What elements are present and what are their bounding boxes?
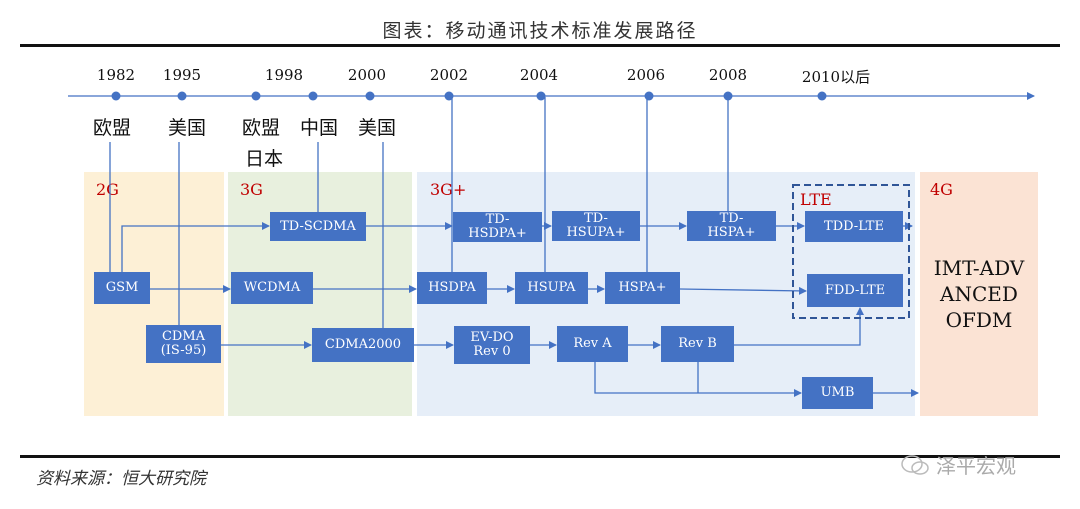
year-2006: 2006: [626, 66, 666, 84]
year-1995: 1995: [162, 66, 202, 84]
label-4g: 4G: [930, 180, 953, 199]
year-2004: 2004: [519, 66, 559, 84]
year-1998: 1998: [264, 66, 304, 84]
box-td-hsdpa-plus-line2: HSDPA+: [468, 226, 527, 241]
label-3g: 3G: [240, 180, 263, 199]
country-2000-usa: 美国: [358, 117, 397, 139]
country-2000-china: 中国: [300, 117, 339, 139]
box-td-scdma: TD-SCDMA: [270, 212, 366, 241]
year-2010-later: 2010以后: [801, 68, 871, 86]
watermark: 泽平宏观: [900, 450, 1016, 479]
box-td-hspa-plus: TD- HSPA+: [687, 211, 776, 241]
year-2008: 2008: [708, 66, 748, 84]
imt-line2: ANCED: [940, 282, 1018, 306]
box-rev-b: Rev B: [661, 326, 734, 362]
box-wcdma: WCDMA: [231, 272, 313, 304]
label-lte: LTE: [800, 190, 832, 209]
imt-advanced-text: IMT-ADV ANCED OFDM: [920, 172, 1038, 416]
year-1982: 1982: [96, 66, 136, 84]
box-cdma-is95: CDMA (IS-95): [146, 325, 221, 363]
wechat-icon: [901, 454, 929, 475]
box-td-hsdpa-plus-line1: TD-: [485, 212, 510, 227]
box-td-hspa-plus-line2: HSPA+: [707, 225, 756, 240]
country-1982: 欧盟: [93, 117, 132, 139]
box-cdma-line1: CDMA: [161, 329, 206, 344]
region-4g: [920, 172, 1038, 416]
box-td-hsupa-plus-line2: HSUPA+: [566, 225, 626, 240]
country-1998-eu: 欧盟: [242, 117, 281, 139]
box-td-hspa-plus-line1: TD-: [719, 211, 744, 226]
box-cdma-line2: (IS-95): [160, 343, 207, 358]
box-cdma2000: CDMA2000: [312, 328, 414, 362]
box-rev-a: Rev A: [557, 326, 628, 362]
year-2000: 2000: [347, 66, 387, 84]
imt-line1: IMT-ADV: [933, 256, 1025, 280]
label-2g: 2G: [96, 180, 119, 199]
box-umb: UMB: [802, 377, 873, 409]
box-td-hsupa-plus: TD- HSUPA+: [552, 211, 640, 241]
box-hsupa: HSUPA: [515, 272, 588, 304]
country-1998-japan: 日本: [245, 148, 284, 170]
page-title: 图表：移动通讯技术标准发展路径: [382, 20, 698, 42]
source-note: 资料来源：恒大研究院: [36, 469, 206, 489]
bottom-rule: [20, 455, 1060, 458]
imt-line3: OFDM: [945, 308, 1013, 332]
box-evdo-line2: Rev 0: [473, 344, 511, 359]
box-tdd-lte: TDD-LTE: [805, 211, 903, 242]
top-rule: [20, 44, 1060, 47]
country-1995: 美国: [168, 117, 207, 139]
watermark-text: 泽平宏观: [936, 454, 1016, 478]
label-3g-plus: 3G+: [430, 180, 467, 199]
box-td-hsupa-plus-line1: TD-: [584, 211, 608, 226]
box-evdo-line1: EV-DO: [470, 330, 514, 345]
box-td-hsdpa-plus: TD- HSDPA+: [453, 212, 542, 242]
box-hspa-plus: HSPA+: [605, 272, 680, 304]
box-fdd-lte: FDD-LTE: [807, 274, 903, 307]
box-evdo-rev0: EV-DO Rev 0: [454, 326, 530, 364]
box-hsdpa: HSDPA: [417, 272, 487, 304]
year-2002: 2002: [429, 66, 469, 84]
box-gsm: GSM: [94, 272, 150, 304]
